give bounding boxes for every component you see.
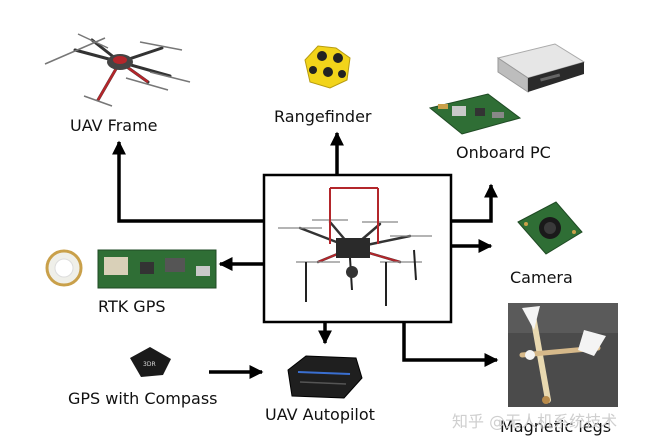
arrow-to-magnetic-legs [402, 322, 499, 367]
mini-pc-icon [496, 43, 586, 93]
magnetic-legs-photo [508, 303, 618, 407]
rangefinder-label: Rangefinder [274, 107, 372, 126]
svg-text:3DR: 3DR [143, 361, 156, 368]
rtk-gps-board-icon [45, 249, 217, 289]
rtk-gps-label: RTK GPS [98, 297, 166, 316]
gps-compass-label: GPS with Compass [68, 389, 218, 408]
arrow-to-onboard-pc [451, 183, 498, 223]
autopilot-unit-icon [287, 355, 363, 399]
camera-module-icon [517, 201, 583, 255]
autopilot-label: UAV Autopilot [265, 405, 375, 424]
gps-puck-icon: 3DR [130, 347, 171, 377]
drone-photo [278, 187, 432, 306]
rangefinder-sensor-icon [304, 45, 351, 89]
arrow-to-uav-frame [112, 140, 264, 223]
watermark: 知乎 @无人机系统技术 [452, 412, 618, 431]
camera-label: Camera [510, 268, 573, 287]
circuit-board-icon [428, 93, 522, 135]
hexacopter-frame-icon [44, 33, 191, 107]
magnetic-legs-label: Magnetic legs [500, 417, 612, 436]
onboard-pc-label: Onboard PC [456, 143, 551, 162]
uav-frame-label: UAV Frame [70, 116, 158, 135]
